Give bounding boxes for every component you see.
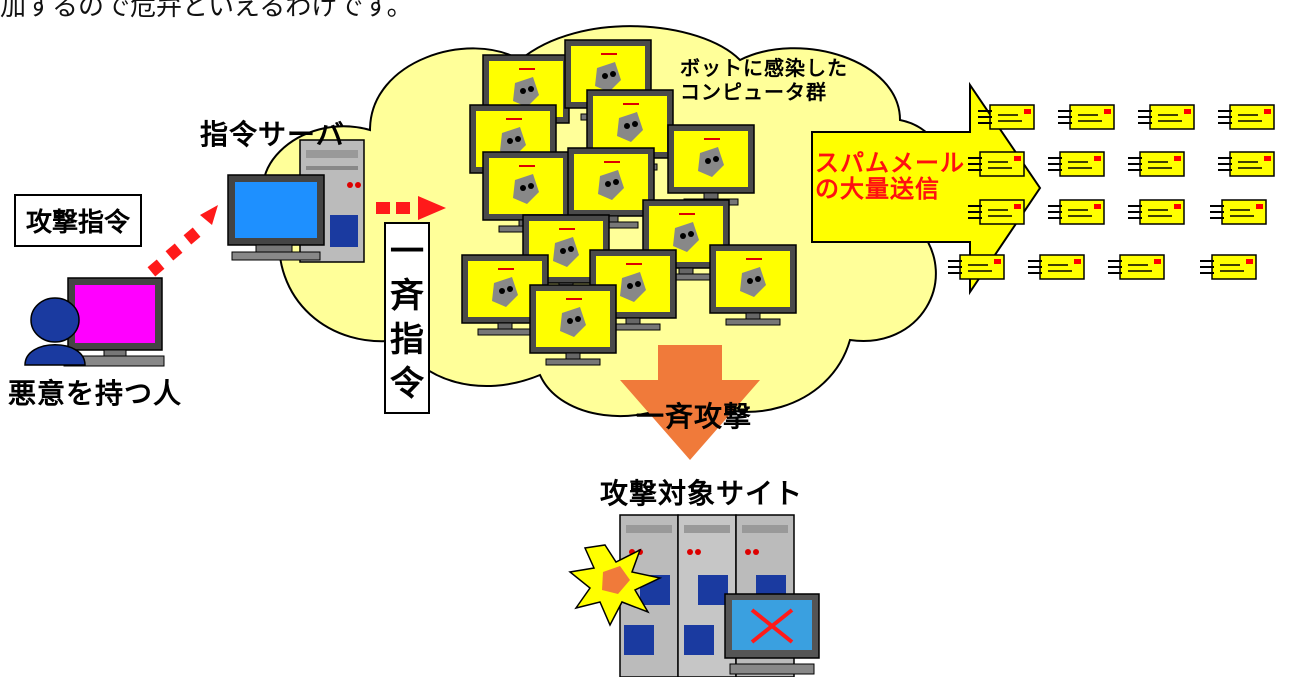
- target-monitor: [724, 593, 820, 675]
- broadcast-char: 斉: [390, 276, 424, 316]
- attack-arrow: [620, 345, 760, 460]
- c2-server: [227, 139, 365, 263]
- broadcast-label: 一斉指令: [384, 222, 430, 414]
- arrow-to-bots: [376, 196, 446, 220]
- bots-label: ボットに感染した コンピュータ群: [680, 56, 848, 104]
- attack-label: 一斉攻撃: [636, 400, 753, 433]
- arrow-command: [147, 205, 218, 277]
- target-label: 攻撃対象サイト: [600, 477, 804, 510]
- bots-label-line1: ボットに感染した: [680, 56, 848, 80]
- bots-label-line2: コンピュータ群: [680, 80, 827, 104]
- explosion-icon: [568, 544, 663, 627]
- command-label: 攻撃指令: [14, 194, 143, 247]
- broadcast-char: 一: [390, 232, 424, 272]
- broadcast-char: 令: [390, 364, 424, 404]
- spam-arrow: [811, 81, 1042, 296]
- attacker-label: 悪意を持つ人: [8, 377, 183, 410]
- broadcast-char: 指: [390, 320, 424, 360]
- attacker-computer: [63, 277, 165, 367]
- person-icon: [24, 297, 86, 366]
- c2-server-label: 指令サーバ: [200, 118, 345, 151]
- spam-label: スパムメール の大量送信: [815, 150, 965, 202]
- header-text: 加するので危弁といえるわけです。: [0, 0, 413, 22]
- spam-label-line2: の大量送信: [815, 175, 940, 203]
- spam-label-line1: スパムメール: [815, 149, 965, 177]
